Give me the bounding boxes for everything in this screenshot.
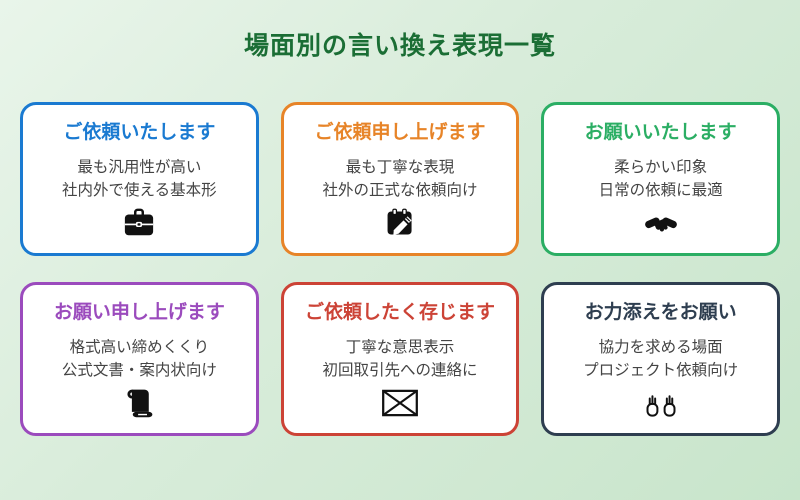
card-description-line2: 社内外で使える基本形 — [62, 182, 217, 200]
card-title: ご依頼申し上げます — [314, 122, 486, 143]
card-go-irai-moushiagemasu: ご依頼申し上げます 最も丁寧な表現 社外の正式な依頼向け — [280, 102, 520, 256]
card-description-line1: 最も汎用性が高い — [77, 158, 202, 176]
card-description-line1: 柔らかい印象 — [614, 158, 708, 176]
briefcase-icon — [122, 207, 156, 239]
page-title: 場面別の言い換え表現一覧 — [243, 32, 556, 60]
card-description-line1: 最も丁寧な表現 — [345, 158, 455, 176]
card-description: 協力を求める場面 プロジェクト依頼向け — [583, 336, 738, 383]
card-description: 格式高い締めくくり 公式文書・案内状向け — [62, 336, 217, 383]
raised-hands-icon — [643, 387, 679, 419]
card-description-line1: 格式高い締めくくり — [69, 338, 210, 356]
card-description: 最も丁寧な表現 社外の正式な依頼向け — [322, 156, 477, 203]
card-onegai-moushiagemasu: お願い申し上げます 格式高い締めくくり 公式文書・案内状向け — [20, 282, 259, 436]
card-description-line1: 協力を求める場面 — [598, 338, 723, 356]
card-title: お願い申し上げます — [53, 302, 225, 323]
card-grid: ご依頼いたします 最も汎用性が高い 社内外で使える基本形 ご依頼申し上げます 最… — [20, 102, 780, 436]
card-title: お力添えをお願い — [584, 302, 737, 323]
card-description-line2: 日常の依頼に最適 — [598, 182, 723, 200]
card-description-line2: 公式文書・案内状向け — [61, 362, 217, 380]
envelope-icon — [381, 387, 419, 419]
card-ochikarazoe-wo-onegai: お力添えをお願い 協力を求める場面 プロジェクト依頼向け — [541, 282, 780, 436]
card-description: 丁寧な意思表示 初回取引先への連絡に — [322, 336, 477, 383]
card-go-irai-itashimasu: ご依頼いたします 最も汎用性が高い 社内外で使える基本形 — [20, 102, 259, 256]
memo-pen-icon — [384, 207, 416, 239]
handshake-icon — [643, 207, 679, 239]
card-title: ご依頼いたします — [63, 122, 216, 143]
card-description: 柔らかい印象 日常の依頼に最適 — [599, 156, 723, 203]
card-onegai-itashimasu: お願いいたします 柔らかい印象 日常の依頼に最適 — [541, 102, 780, 256]
card-description-line2: 初回取引先への連絡に — [322, 362, 478, 380]
card-description-line1: 丁寧な意思表示 — [345, 338, 455, 356]
card-go-irai-shitaku-zonjimasu: ご依頼したく存じます 丁寧な意思表示 初回取引先への連絡に — [280, 282, 520, 436]
card-description-line2: 社外の正式な依頼向け — [322, 182, 478, 200]
card-title: お願いいたします — [584, 122, 737, 143]
scroll-icon — [123, 387, 155, 419]
card-description: 最も汎用性が高い 社内外で使える基本形 — [62, 156, 217, 203]
card-title: ご依頼したく存じます — [304, 302, 495, 323]
card-description-line2: プロジェクト依頼向け — [583, 362, 739, 380]
